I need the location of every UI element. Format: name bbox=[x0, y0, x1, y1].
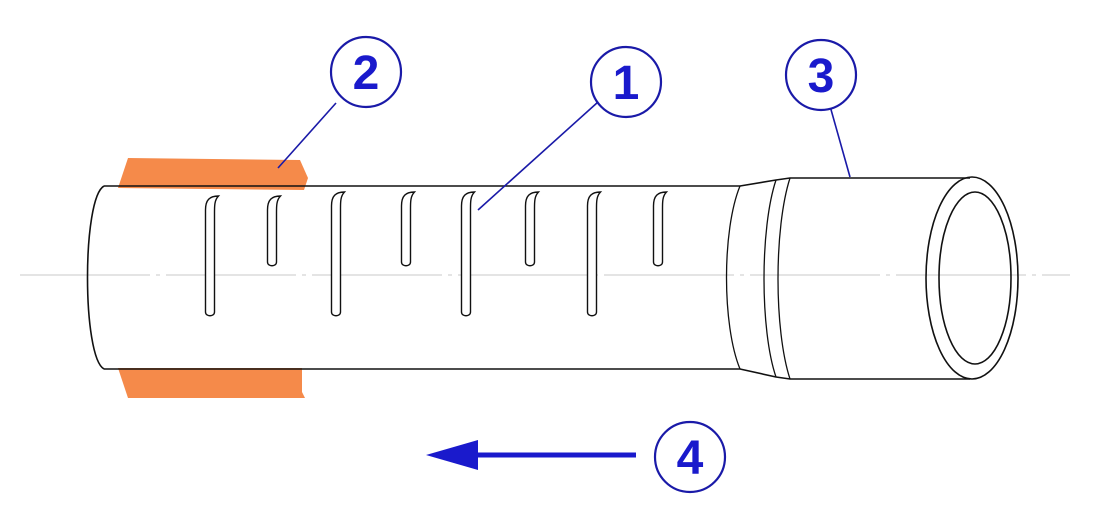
slot-8 bbox=[652, 191, 669, 267]
tube-right-end-outer bbox=[925, 176, 1019, 380]
callout-3-circle bbox=[784, 38, 858, 112]
direction-arrow bbox=[426, 440, 636, 470]
callout-3-label: 3 bbox=[808, 50, 835, 103]
tube-right-end-inner bbox=[938, 191, 1012, 365]
slot-4 bbox=[400, 191, 417, 267]
slot-2 bbox=[266, 195, 283, 267]
slots-group bbox=[204, 191, 669, 317]
callout-1: 1 bbox=[589, 45, 663, 119]
callout-4: 4 bbox=[653, 420, 727, 494]
reducer-right-edge bbox=[763, 179, 777, 378]
sleeve-top bbox=[118, 158, 308, 190]
reducer-left-edge bbox=[725, 185, 741, 370]
callout-2-label: 2 bbox=[353, 47, 380, 100]
slot-6 bbox=[524, 191, 541, 267]
callout-2: 2 bbox=[329, 35, 403, 109]
reducer-inner-edge bbox=[777, 177, 791, 380]
leader-line-1 bbox=[477, 101, 599, 211]
slot-7 bbox=[586, 191, 603, 317]
callout-2-circle bbox=[329, 35, 403, 109]
leader-line-2 bbox=[277, 102, 337, 169]
callout-4-label: 4 bbox=[677, 432, 704, 485]
tube-left-end bbox=[86, 185, 105, 370]
slot-3 bbox=[330, 191, 347, 317]
callout-1-circle bbox=[589, 45, 663, 119]
sleeve-bottom bbox=[118, 368, 305, 398]
slot-1 bbox=[204, 195, 221, 317]
callout-1-label: 1 bbox=[613, 57, 640, 110]
callout-4-circle bbox=[653, 420, 727, 494]
leader-line-3 bbox=[829, 105, 851, 178]
slot-5 bbox=[460, 191, 477, 317]
callout-3: 3 bbox=[784, 38, 858, 112]
